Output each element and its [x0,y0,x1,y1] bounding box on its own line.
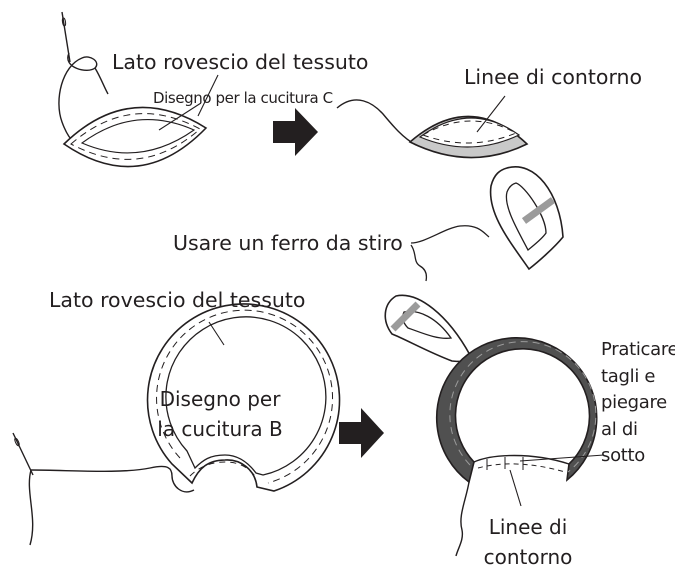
label-clip-line: Praticare [601,339,675,360]
label-leader-iron [410,244,428,282]
label-outline-bottom: Linee di contorno [478,512,578,572]
arrow-right-icon [339,408,384,458]
circle-piece-b [146,303,341,492]
label-use-iron: Usare un ferro da stiro [173,231,403,255]
label-design-b-line: la cucitura B [157,417,283,441]
label-outline-top: Linee di contorno [464,65,643,89]
thread-tail [28,469,34,546]
label-clip-line: tagli e [601,365,656,387]
label-outline-bottom-line: Linee di [488,515,568,539]
label-leader-iron [410,225,490,244]
pressed-leaf-piece [408,115,529,159]
label-clip-line: al di [601,418,638,440]
thread-tail [94,67,109,95]
label-leader-outline-top [476,95,506,133]
thread [336,99,417,146]
label-leader-back-bottom [208,321,225,346]
label-outline-bottom-line: contorno [483,545,573,569]
label-leader-clip [519,454,605,462]
label-design-c: Disegno per la cucitura C [153,89,333,107]
label-clip-line: sotto [601,445,646,466]
leaf-piece-c [62,106,208,168]
label-leader-outline-bottom [509,469,522,507]
needle-icon [12,432,34,476]
label-clip-and-fold: Praticare tagli e piegare al di sotto [601,337,675,470]
iron-icon [489,166,564,271]
label-design-b-line: Disegno per [159,387,281,411]
thread [455,481,470,557]
iron-icon [384,294,471,363]
label-leader-back-top [197,74,219,117]
label-back-of-fabric-bottom: Lato rovescio del tessuto [49,288,306,312]
arrow-right-icon [273,108,318,156]
thread [30,465,195,493]
label-clip-line: piegare [601,392,667,413]
label-design-b: Disegno per la cucitura B [140,384,300,444]
finished-ring [435,337,598,484]
label-back-of-fabric-top: Lato rovescio del tessuto [112,50,369,74]
thread [58,52,98,143]
label-leader-design-c [158,102,202,131]
